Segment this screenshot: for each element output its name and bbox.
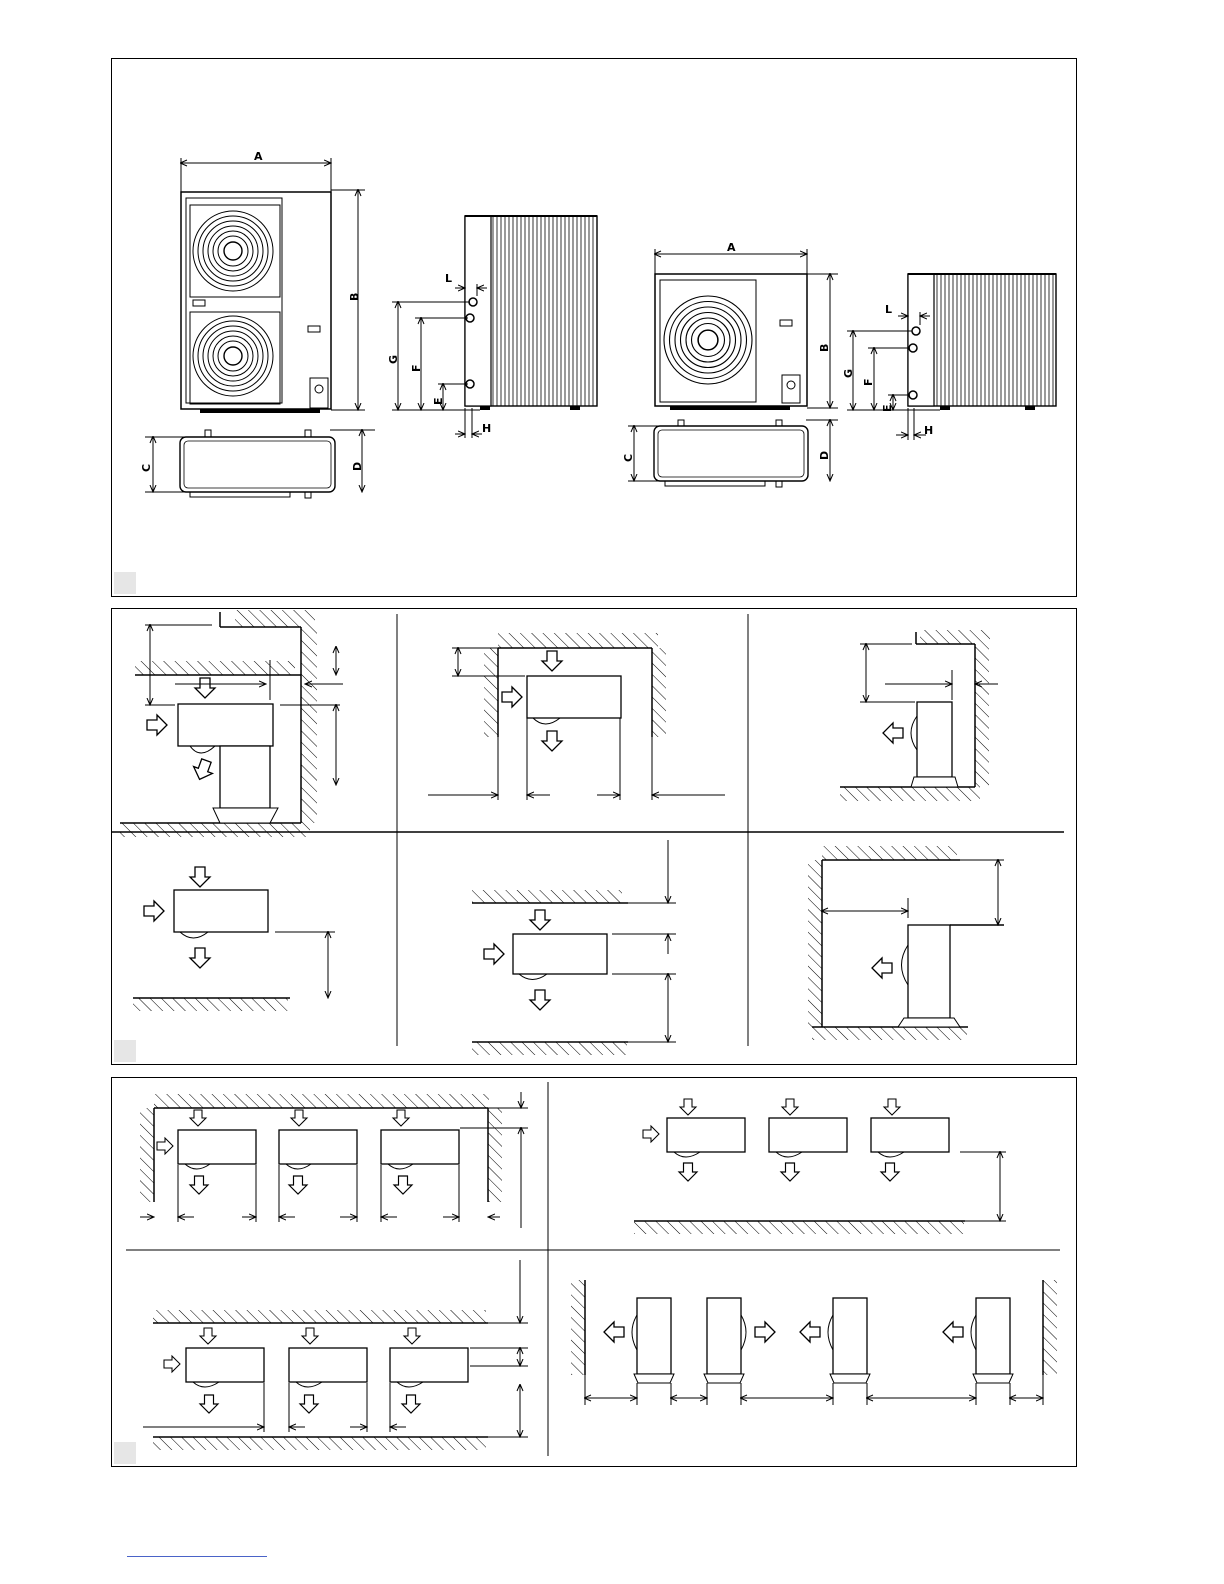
- small-unit-side-view: [908, 274, 1056, 410]
- dimension-label-f-small: F: [862, 378, 875, 386]
- dimension-label-c-small: C: [622, 454, 635, 462]
- clearance-scenario-rear-wall-side: [840, 630, 998, 801]
- clearance-scenario-side-walls: [428, 633, 725, 800]
- dimension-label-f: F: [410, 364, 423, 372]
- large-unit-top-view: [180, 430, 335, 498]
- multi-unit-front-obstacle: [634, 1099, 1006, 1234]
- large-unit-front-view: [181, 192, 331, 413]
- dimension-label-b: B: [348, 293, 361, 301]
- dimension-label-b-small: B: [818, 344, 831, 352]
- clearance-scenario-corner-side: [808, 846, 1004, 1040]
- dimension-label-l: L: [445, 272, 452, 285]
- dimension-label-h-small: H: [924, 424, 933, 437]
- dimension-label-l-small: L: [885, 303, 892, 316]
- multi-unit-side-by-side: [571, 1280, 1057, 1405]
- large-unit-side-view: [465, 216, 597, 410]
- dimension-label-a-small: A: [727, 241, 736, 254]
- dimension-label-d: D: [351, 462, 364, 471]
- dimension-label-h: H: [482, 422, 491, 435]
- multi-unit-front-rear-walls: [143, 1260, 528, 1450]
- dimension-label-g-small: G: [842, 369, 855, 378]
- dimension-label-a: A: [254, 150, 263, 163]
- dimension-label-c: C: [140, 464, 153, 472]
- clearance-scenario-wall-mounted: [120, 610, 343, 837]
- dimension-label-g: G: [387, 355, 400, 364]
- footer-rule: [127, 1556, 267, 1557]
- dimension-label-e: E: [432, 397, 445, 405]
- small-unit-front-view: [655, 274, 807, 410]
- small-unit-top-view: [654, 420, 808, 487]
- dimension-label-e-small: E: [881, 404, 894, 412]
- clearance-scenario-front-obstacle: [133, 867, 335, 1011]
- dimension-label-d-small: D: [818, 451, 831, 460]
- clearance-scenario-front-rear-walls: [472, 840, 676, 1055]
- multi-unit-enclosure: [140, 1092, 528, 1228]
